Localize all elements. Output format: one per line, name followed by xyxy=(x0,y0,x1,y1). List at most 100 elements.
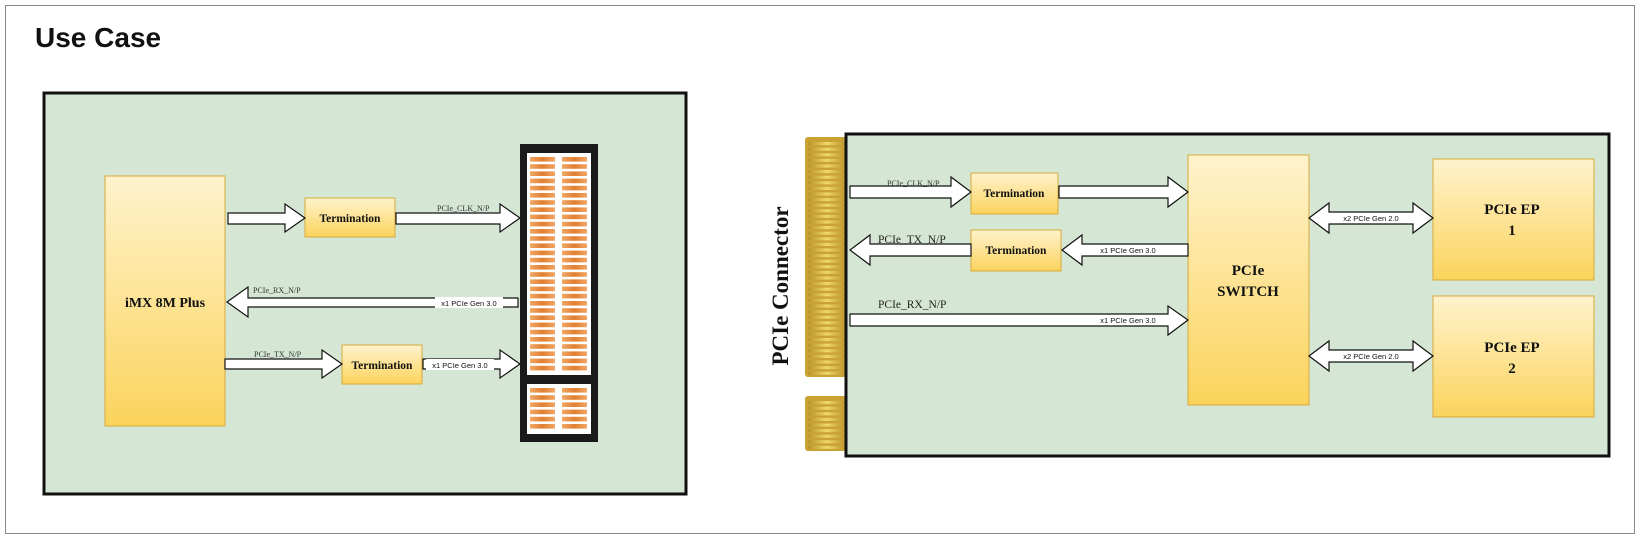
pcie-ep2-line1: PCIe EP xyxy=(1484,340,1539,356)
edge-finger xyxy=(808,282,846,286)
edge-finger xyxy=(808,310,846,314)
slot-pin xyxy=(530,322,555,328)
left-termination-1 xyxy=(304,197,396,238)
edge-finger xyxy=(808,158,846,162)
slot-pin xyxy=(562,416,587,422)
left-termination-2 xyxy=(341,344,423,385)
edge-finger xyxy=(808,153,846,157)
edge-finger xyxy=(808,445,846,449)
edge-finger xyxy=(808,198,846,202)
slot-pin xyxy=(562,207,587,212)
slot-pin xyxy=(530,185,555,191)
edge-finger xyxy=(808,248,846,252)
edge-finger xyxy=(808,192,846,196)
slot-pin xyxy=(530,214,555,220)
edge-finger xyxy=(808,203,846,207)
edge-finger xyxy=(808,209,846,213)
left-tx-speed: x1 PCIe Gen 3.0 xyxy=(432,361,487,370)
slot-pin xyxy=(530,207,555,212)
slot-pin xyxy=(530,351,555,356)
slot-pin xyxy=(530,171,555,176)
left-pcie-slot xyxy=(520,144,598,442)
edge-finger xyxy=(808,349,846,353)
left-diagram: iMX 8M Plus Termination Termination PCIe… xyxy=(42,91,688,496)
left-rx-speed: x1 PCIe Gen 3.0 xyxy=(441,299,496,308)
left-termination-2-label: Termination xyxy=(352,360,414,372)
edge-finger xyxy=(808,142,846,146)
slot-pin xyxy=(530,286,555,292)
slot-pin xyxy=(562,424,587,429)
edge-finger xyxy=(808,265,846,269)
slot-pin xyxy=(562,243,587,248)
slot-pin xyxy=(530,308,555,313)
edge-finger xyxy=(808,259,846,263)
right-rx-arrow xyxy=(849,304,1190,337)
edge-finger xyxy=(808,440,846,444)
slot-pin xyxy=(530,243,555,248)
right-clk-arrow-1 xyxy=(849,175,972,209)
slot-pin xyxy=(562,286,587,292)
slot-pin xyxy=(562,301,587,306)
left-tx-signal: PCIe_TX_N/P xyxy=(254,350,302,359)
edge-finger xyxy=(808,287,846,291)
slot-pin xyxy=(530,236,555,241)
right-tx-speed-bg xyxy=(1094,245,1162,255)
slot-pin xyxy=(562,178,587,184)
right-termination-1-label: Termination xyxy=(984,188,1046,200)
edge-finger xyxy=(808,406,846,410)
imx-soc-block xyxy=(104,175,226,427)
pcie-ep1-block xyxy=(1432,158,1595,281)
slot-pin xyxy=(562,272,587,277)
slot-pin xyxy=(562,221,587,227)
slot-pin xyxy=(562,293,587,299)
slot-pin xyxy=(562,315,587,320)
slot-pin xyxy=(562,308,587,313)
slot-pin xyxy=(530,301,555,306)
ep2-speed: x2 PCIe Gen 2.0 xyxy=(1343,352,1398,361)
edge-finger xyxy=(808,315,846,319)
edge-finger xyxy=(808,326,846,330)
edge-finger xyxy=(808,254,846,258)
slot-pin xyxy=(530,229,555,234)
slot-pin xyxy=(530,178,555,184)
slot-pin xyxy=(530,337,555,342)
pcie-edge-fingers xyxy=(805,137,847,451)
slot-pin xyxy=(530,395,555,400)
pcie-ep2-block xyxy=(1432,295,1595,418)
slot-pin xyxy=(562,257,587,263)
pcie-switch-line1: PCIe xyxy=(1232,263,1265,279)
slot-pin xyxy=(530,424,555,429)
edge-finger xyxy=(808,354,846,358)
pcie-ep1-line1: PCIe EP xyxy=(1484,202,1539,218)
right-termination-1 xyxy=(970,172,1059,215)
slot-pin xyxy=(562,337,587,342)
slot-pin xyxy=(562,157,587,162)
edge-finger xyxy=(808,293,846,297)
edge-finger xyxy=(808,231,846,235)
slot-pin xyxy=(562,365,587,371)
slot-pin xyxy=(530,409,555,415)
slot-pin xyxy=(530,164,555,169)
slot-pin xyxy=(562,193,587,198)
slot-pin xyxy=(530,315,555,320)
edge-finger xyxy=(808,412,846,416)
right-diagram: PCIe Connector Termination Termination P… xyxy=(768,132,1611,458)
slot-pin xyxy=(530,157,555,162)
slot-pin xyxy=(530,416,555,422)
left-rx-signal: PCIe_RX_N/P xyxy=(253,286,301,295)
edge-finger xyxy=(808,170,846,174)
left-clk-arrow-1 xyxy=(227,202,307,234)
right-clk-arrow-2 xyxy=(1058,175,1189,209)
right-tx-speed: x1 PCIe Gen 3.0 xyxy=(1100,246,1155,255)
edge-finger xyxy=(808,237,846,241)
slot-pin xyxy=(562,409,587,415)
edge-finger xyxy=(808,371,846,375)
edge-finger xyxy=(808,321,846,325)
edge-finger xyxy=(808,220,846,224)
slot-pin xyxy=(530,193,555,198)
edge-finger xyxy=(808,401,846,405)
slot-pin xyxy=(562,250,587,256)
slot-pin xyxy=(562,351,587,356)
slot-pin xyxy=(562,229,587,234)
